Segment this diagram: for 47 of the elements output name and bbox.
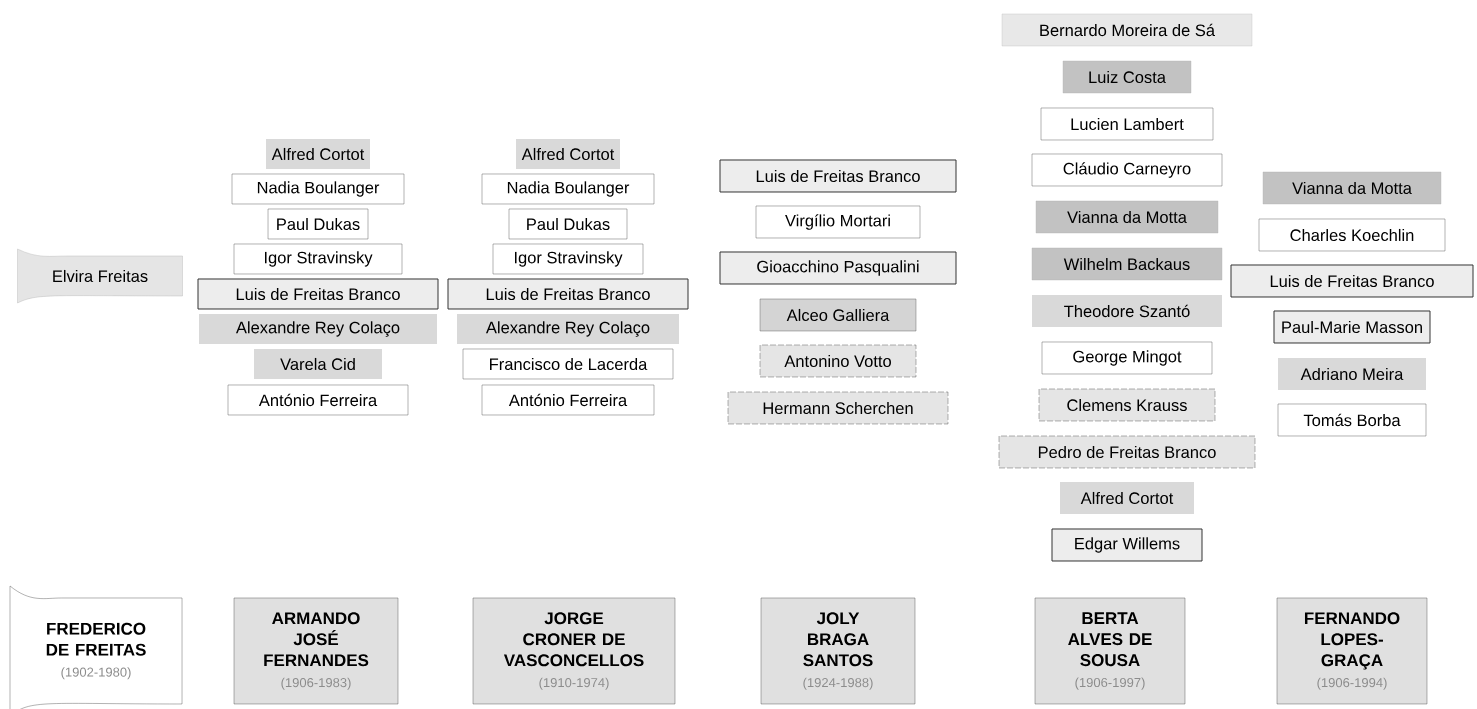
- teacher-box: Vianna da Motta: [1262, 171, 1442, 205]
- teacher-box: Nadia Boulanger: [481, 173, 655, 205]
- composer-box: BERTA ALVES DE SOUSA (1906-1997): [1034, 597, 1186, 705]
- teacher-box: George Mingot: [1041, 341, 1213, 375]
- teacher-box: Tomás Borba: [1277, 403, 1427, 437]
- teacher-box: Charles Koechlin: [1258, 218, 1446, 252]
- teacher-box: Francisco de Lacerda: [462, 348, 674, 380]
- teacher-box: Paul-Marie Masson: [1273, 310, 1431, 344]
- teacher-box: Bernardo Moreira de Sá: [1001, 13, 1253, 47]
- teacher-box: Hermann Scherchen: [727, 391, 949, 425]
- teacher-box: Alfred Cortot: [266, 139, 370, 169]
- teacher-box: Virgílio Mortari: [755, 205, 921, 239]
- teacher-box: Alceo Galliera: [759, 298, 917, 332]
- teacher-box: Alfred Cortot: [516, 139, 620, 169]
- teacher-box: Alexandre Rey Colaço: [457, 314, 679, 344]
- teacher-box: Luiz Costa: [1062, 60, 1192, 94]
- teacher-box: Wilhelm Backaus: [1031, 247, 1223, 281]
- teacher-box: Luis de Freitas Branco: [719, 159, 957, 193]
- composer-box: JORGE CRONER DE VASCONCELLOS (1910-1974): [472, 597, 676, 705]
- teacher-box: Luis de Freitas Branco: [197, 278, 439, 310]
- teacher-box: Cláudio Carneyro: [1031, 153, 1223, 187]
- teacher-box: Adriano Meira: [1278, 358, 1426, 390]
- teacher-box: António Ferreira: [481, 384, 655, 416]
- teacher-box: Varela Cid: [254, 349, 382, 379]
- teacher-box: Clemens Krauss: [1038, 388, 1216, 422]
- teacher-box: Igor Stravinsky: [233, 243, 403, 275]
- teacher-box: Theodore Szantó: [1032, 295, 1222, 327]
- teacher-box: António Ferreira: [227, 384, 409, 416]
- teacher-box: Igor Stravinsky: [492, 243, 644, 275]
- composer-box: FERNANDO LOPES-GRAÇA (1906-1994): [1276, 597, 1428, 705]
- teacher-box: Alexandre Rey Colaço: [199, 314, 437, 344]
- teacher-box: Luis de Freitas Branco: [1230, 264, 1474, 298]
- teacher-box: Alfred Cortot: [1060, 482, 1194, 514]
- flag-box: FREDERICO DE FREITAS (1902-1980): [9, 585, 183, 709]
- teacher-box: Vianna da Motta: [1035, 200, 1219, 234]
- composer-box: JOLY BRAGA SANTOS (1924-1988): [760, 597, 916, 705]
- composer-box: ARMANDO JOSÉ FERNANDES (1906-1983): [233, 597, 399, 705]
- teacher-box: Pedro de Freitas Branco: [998, 435, 1256, 469]
- teacher-box: Paul Dukas: [508, 208, 628, 240]
- teacher-box: Antonino Votto: [759, 344, 917, 378]
- teacher-box: Luis de Freitas Branco: [447, 278, 689, 310]
- flag-box: Elvira Freitas: [17, 248, 183, 304]
- teacher-box: Paul Dukas: [267, 208, 369, 240]
- teacher-box: Edgar Willems: [1051, 528, 1203, 562]
- teacher-box: Lucien Lambert: [1040, 107, 1214, 141]
- teacher-box: Gioacchino Pasqualini: [719, 251, 957, 285]
- teacher-box: Nadia Boulanger: [231, 173, 405, 205]
